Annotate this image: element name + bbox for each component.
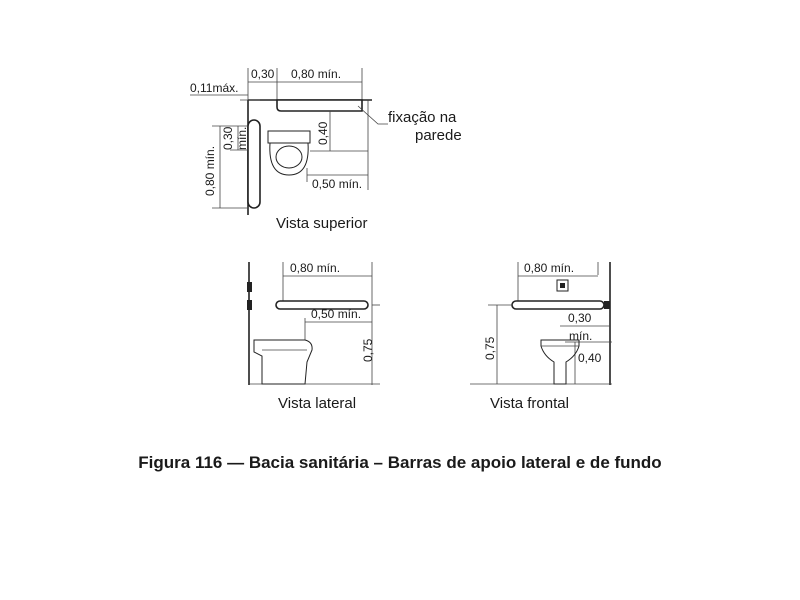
dim-offset-frontal-unit: mín.: [569, 329, 592, 343]
callout-fixation-line1: fixação na: [388, 109, 457, 126]
side-view-grab-bar: [275, 300, 369, 310]
dim-bowl-length-lateral: 0,50 mín.: [311, 307, 361, 321]
dim-side-gap-value: 0,30: [221, 126, 235, 150]
dim-bar-height-to-seat: 0,40: [316, 121, 330, 145]
toilet-bowl-top: [269, 142, 309, 176]
dim-bar-height-lateral: 0,75: [361, 338, 375, 362]
dim-side-gap-unit: mín.: [235, 127, 249, 150]
toilet-seat-top: [275, 145, 303, 169]
label-side-view: Vista lateral: [278, 395, 356, 412]
front-view: 0,80 mín. 0,30 mín. 0,40 0,75 Vista fron…: [470, 261, 612, 412]
dim-rear-bar-length: 0,80 mín.: [291, 67, 341, 81]
dim-gap: 0,30: [251, 67, 275, 81]
top-view: 0,11máx. 0,30 0,80 mín. 0,40 0,50 mín. 0…: [190, 67, 462, 232]
callout-leader: [357, 105, 388, 125]
dim-side-bar-length: 0,80 mín.: [203, 146, 217, 196]
callout-fixation-line2: parede: [415, 127, 462, 144]
flush-plate: [556, 279, 569, 292]
dim-side-bar-length-lateral: 0,80 mín.: [290, 261, 340, 275]
figure-caption: Figura 116 — Bacia sanitária – Barras de…: [138, 453, 662, 472]
dim-bowl-height-frontal: 0,40: [578, 351, 602, 365]
dim-offset-frontal-value: 0,30: [568, 311, 592, 325]
side-view: 0,80 mín. 0,50 mín. 0,75 Vista lateral: [247, 261, 380, 412]
label-front-view: Vista frontal: [490, 395, 569, 412]
dim-bar-length-frontal: 0,80 mín.: [524, 261, 574, 275]
dim-offset-max: 0,11máx.: [190, 81, 238, 95]
side-grab-bar: [247, 119, 261, 209]
front-view-grab-bar: [511, 300, 605, 310]
dim-bar-height-frontal: 0,75: [483, 336, 497, 360]
toilet-side-profile: [253, 339, 313, 385]
label-top-view: Vista superior: [276, 215, 367, 232]
toilet-front-profile: [540, 339, 580, 385]
dim-seat-to-wall: 0,50 mín.: [312, 177, 362, 191]
toilet-tank-top: [267, 130, 311, 144]
rear-grab-bar: [276, 99, 363, 112]
